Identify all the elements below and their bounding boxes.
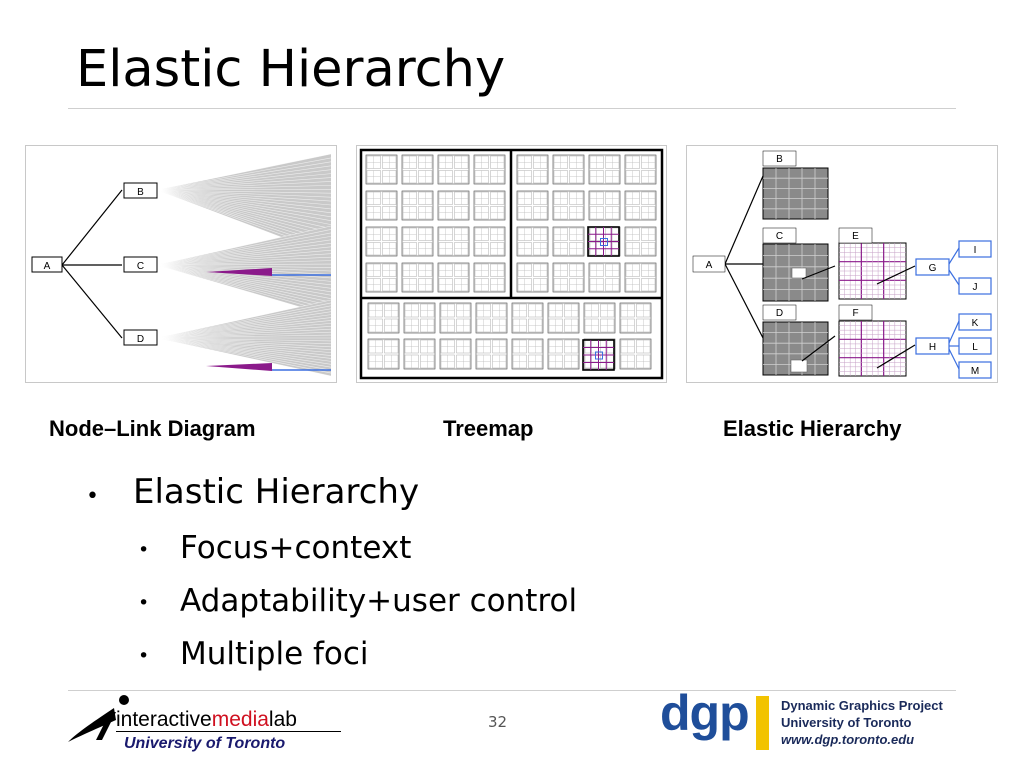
node-link-svg: A B C D	[31, 153, 332, 377]
caption-elastic-hierarchy: Elastic Hierarchy	[723, 416, 902, 441]
caption-treemap: Treemap	[443, 416, 534, 441]
elastic-node-label: A	[706, 260, 713, 271]
dgp-yellow-bar	[756, 696, 769, 750]
dgp-logo: dgp Dynamic Graphics Project University …	[660, 688, 960, 756]
sub-bullet-dot: •	[138, 539, 150, 561]
elastic-node-label: C	[776, 231, 783, 242]
sub-bullet-dot: •	[138, 592, 150, 614]
footer-divider	[68, 690, 956, 691]
dgp-line-2: University of Toronto	[781, 715, 912, 730]
sub-bullet-multiple-foci: Multiple foci	[180, 636, 369, 672]
elastic-node-label: L	[972, 342, 978, 353]
dgp-text-block: Dynamic Graphics Project University of T…	[781, 697, 943, 748]
iml-university: University of Toronto	[124, 735, 286, 752]
dgp-line-1: Dynamic Graphics Project	[781, 698, 943, 713]
node-label-c: C	[137, 261, 144, 272]
elastic-node-label: K	[972, 318, 979, 329]
title-divider	[68, 108, 956, 109]
node-label-d: D	[137, 334, 144, 345]
bullet-dot: •	[86, 484, 99, 509]
iml-logo-mark-icon	[68, 695, 129, 742]
elastic-node-label: I	[974, 245, 977, 256]
elastic-hierarchy-svg: A B C D E F G H I J K L M	[692, 150, 992, 379]
treemap-svg	[359, 148, 664, 380]
elastic-node-label: J	[973, 282, 978, 293]
sub-bullet-dot: •	[138, 645, 150, 667]
elastic-node-label: E	[852, 231, 859, 242]
iml-word-media: media	[211, 708, 269, 731]
elastic-node-label: M	[971, 366, 979, 377]
iml-word-lab: lab	[268, 708, 297, 731]
elastic-hierarchy-figure: A B C D E F G H I J K L M	[686, 145, 998, 383]
dgp-letters: dgp	[660, 685, 750, 741]
caption-node-link: Node–Link Diagram	[49, 416, 256, 441]
sub-bullet-adaptability: Adaptability+user control	[180, 583, 578, 619]
elastic-node-label: B	[776, 154, 783, 165]
bullet-elastic-hierarchy: Elastic Hierarchy	[133, 472, 420, 512]
sub-bullet-focus-context: Focus+context	[180, 530, 412, 566]
iml-wordmark: interactivemedialab	[116, 708, 297, 732]
node-link-figure: A B C D	[25, 145, 337, 383]
node-label-a: A	[44, 261, 51, 272]
iml-word-interactive: interactive	[116, 708, 212, 731]
elastic-node-label: F	[852, 308, 858, 319]
elastic-node-label: H	[929, 342, 936, 353]
node-label-b: B	[137, 187, 144, 198]
treemap-figure	[356, 145, 667, 383]
page-number: 32	[488, 713, 508, 731]
slide-title: Elastic Hierarchy	[76, 40, 506, 99]
elastic-node-label: D	[776, 308, 783, 319]
elastic-node-label: G	[929, 263, 937, 274]
dgp-line-3: www.dgp.toronto.edu	[781, 732, 915, 747]
interactive-media-lab-logo: interactivemedialab University of Toront…	[66, 694, 346, 758]
